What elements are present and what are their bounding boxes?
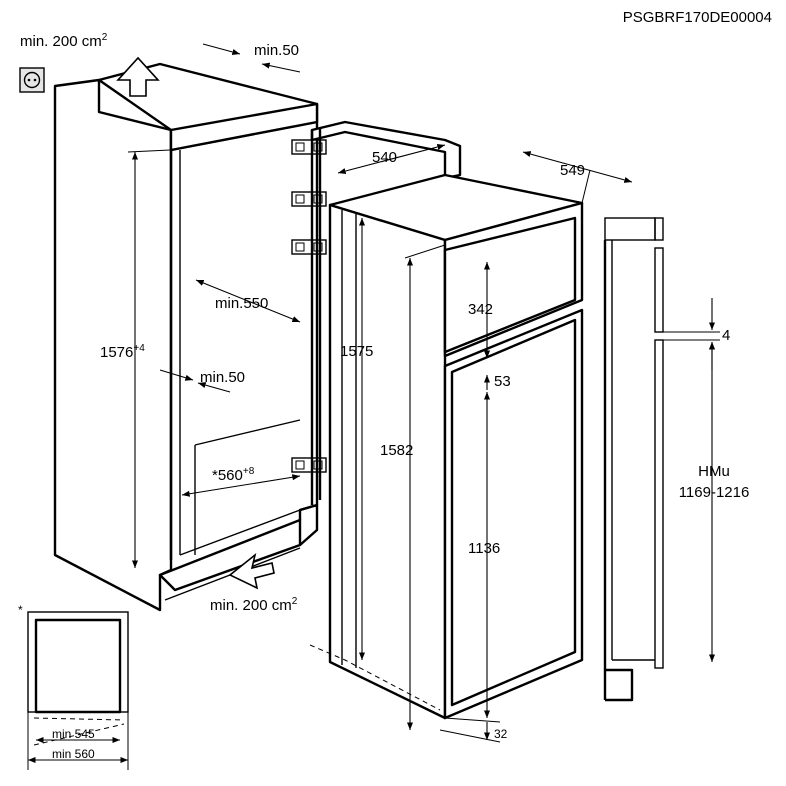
appliance-dimensions <box>337 143 633 743</box>
fridge-door-label: 1136 <box>468 540 500 557</box>
inset-asterisk: * <box>18 603 23 617</box>
top-gap-label: min.50 <box>254 42 299 59</box>
power-socket-icon <box>19 67 45 93</box>
airflow-top-arrow-icon <box>116 56 160 97</box>
inset-min-560-label: min 560 <box>52 747 95 761</box>
side-gap-label: min.50 <box>200 369 245 386</box>
niche-dimensions <box>127 43 301 568</box>
inset-top-view <box>27 611 129 770</box>
airflow-bottom-arrow-icon <box>228 552 275 590</box>
hinge-icons <box>291 139 327 473</box>
vent-bottom-label: min. 200 cm2 <box>210 596 298 614</box>
appliance-height-label: 1575 <box>340 343 373 360</box>
furniture-door-label: HMu <box>698 463 730 480</box>
vent-top-label: min. 200 cm2 <box>20 32 108 50</box>
niche-width-label: *560+8 <box>212 466 255 484</box>
niche-height-label: 1576+4 <box>100 343 145 361</box>
total-height-door-label: 1582 <box>380 442 413 459</box>
freezer-door-label: 342 <box>468 301 493 318</box>
appliance-depth-door-label: 549 <box>560 162 585 179</box>
niche-depth-label: min.550 <box>215 295 268 312</box>
inset-min-545-label: min 545 <box>52 727 95 741</box>
furniture-door-side-view <box>603 217 720 702</box>
door-gap-label: 53 <box>494 373 511 390</box>
bottom-gap-label: 32 <box>494 727 508 741</box>
furniture-gap-label: 4 <box>722 327 730 344</box>
product-code: PSGBRF170DE00004 <box>623 9 772 26</box>
fridge-appliance <box>309 173 584 720</box>
appliance-depth-label: 540 <box>372 149 397 166</box>
furniture-door-range: 1169-1216 <box>679 484 750 501</box>
cabinet-niche <box>53 62 319 612</box>
